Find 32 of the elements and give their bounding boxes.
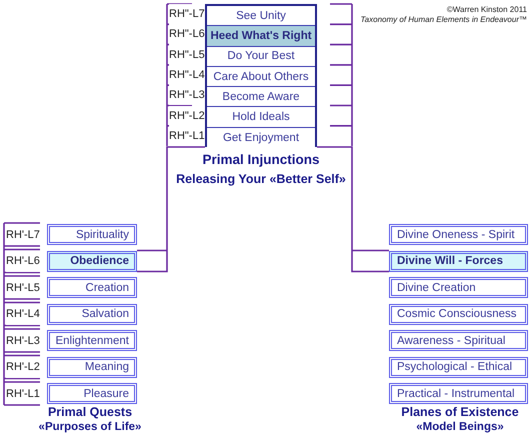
level-box: Divine Creation	[389, 277, 528, 298]
level-box: Pleasure	[47, 383, 137, 404]
column-subheading: «Purposes of Life»	[38, 421, 142, 433]
level-box: Divine Oneness - Spirit	[389, 224, 528, 245]
level-code: RH"-L2	[169, 106, 205, 126]
level-box: Awareness - Spiritual	[389, 330, 528, 351]
level-box: Meaning	[47, 356, 137, 378]
column-heading: Primal Injunctions	[201, 152, 321, 167]
column-subheading: «Model Beings»	[415, 421, 505, 433]
column-subheading: Releasing Your «Better Self»	[175, 172, 347, 187]
level-box: Creation	[47, 277, 137, 298]
copyright-note: ©Warren Kinston 2011	[446, 5, 527, 14]
level-box: Obedience	[47, 250, 137, 272]
level-box: Salvation	[47, 304, 137, 324]
level-box: Enlightenment	[47, 330, 137, 351]
table-row: Do Your Best	[207, 46, 315, 67]
column-heading: Primal Quests	[46, 405, 134, 419]
column-heading: Planes of Existence	[400, 405, 520, 419]
work-title: Taxonomy of Human Elements in Endeavour™	[360, 15, 527, 24]
level-code: RH"-L4	[169, 64, 205, 86]
level-box: Cosmic Consciousness	[389, 304, 528, 324]
level-box: Spirituality	[47, 224, 137, 245]
level-box: Divine Will - Forces	[389, 250, 528, 272]
level-code: RH"-L6	[169, 24, 205, 45]
level-box: Psychological - Ethical	[389, 356, 528, 378]
level-code: RH"-L3	[169, 85, 205, 106]
level-box: Practical - Instrumental	[389, 383, 528, 404]
level-code: RH"-L7	[169, 4, 205, 24]
table-row: Heed What's Right	[207, 26, 315, 47]
level-code: RH"-L5	[169, 44, 205, 65]
bracket-connector	[316, 146, 390, 272]
bracket-connector	[136, 146, 206, 272]
